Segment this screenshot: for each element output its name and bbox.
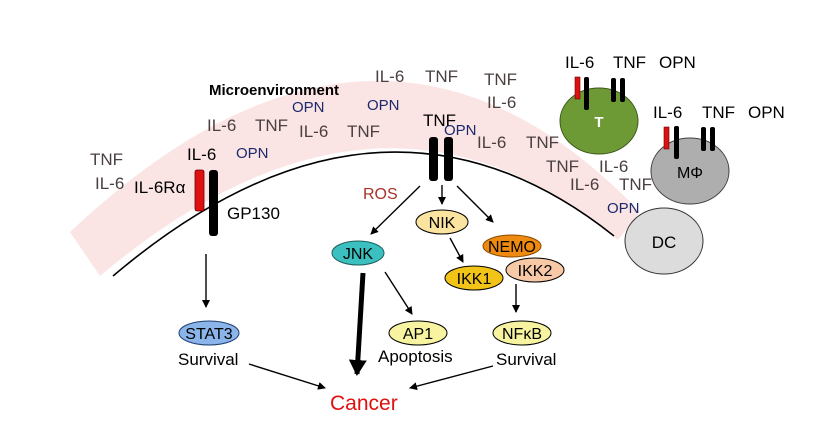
nfkb-label: NFκB bbox=[502, 326, 542, 343]
cytokine-label: TNF bbox=[347, 122, 380, 141]
arrow-jnk-to-cancer-major bbox=[348, 272, 367, 376]
il6r-alpha-receptor bbox=[194, 169, 205, 212]
cytokine-label: IL-6 bbox=[375, 67, 404, 86]
node-nik: NIK bbox=[415, 209, 469, 235]
il6r-alpha-label: IL-6Rα bbox=[134, 178, 186, 197]
t-cell-tnf-receptor-right bbox=[620, 78, 625, 102]
t-cell-label: T bbox=[594, 114, 603, 131]
tnf-receptor-left bbox=[429, 137, 438, 181]
arrow-nfkb-survival-to-cancer bbox=[409, 365, 494, 391]
pathway-arrows bbox=[202, 185, 520, 391]
t-cell-gp130 bbox=[584, 77, 589, 110]
t-cell: T IL-6 TNF OPN bbox=[559, 53, 696, 155]
cytokine-label: IL-6 bbox=[299, 122, 328, 141]
arrow-stat3-survival-to-cancer bbox=[248, 363, 326, 390]
node-ap1: AP1 bbox=[388, 320, 448, 346]
t-cell-il6-receptor bbox=[574, 76, 581, 100]
node-nemo: NEMO bbox=[482, 234, 542, 258]
arrow-tnfr-to-jnk bbox=[370, 185, 421, 235]
microenvironment-band bbox=[70, 80, 640, 276]
gp130-receptor bbox=[209, 170, 218, 236]
cytokine-label: TNF bbox=[255, 116, 288, 135]
dendritic-cell: DC bbox=[624, 207, 704, 275]
tnf-ligand-label: TNF bbox=[423, 111, 456, 130]
ap1-outcome-label: Apoptosis bbox=[378, 347, 453, 366]
nfkb-outcome-label: Survival bbox=[496, 350, 556, 369]
arrow-tnfr-to-nemo bbox=[456, 185, 494, 223]
cancer-label: Cancer bbox=[330, 392, 398, 415]
cytokine-label: IL-6 bbox=[477, 133, 506, 152]
t-cell-ligand-il6: IL-6 bbox=[565, 53, 594, 72]
macrophage-ligand-tnf: TNF bbox=[702, 103, 735, 122]
cytokine-label: OPN bbox=[367, 97, 400, 114]
t-cell-ligand-tnf: TNF bbox=[613, 53, 646, 72]
macrophage-il6-receptor bbox=[663, 126, 670, 150]
cytokine-label: IL-6 bbox=[95, 174, 124, 193]
node-ikk1: IKK1 bbox=[444, 265, 504, 291]
stat3-outcome-label: Survival bbox=[178, 350, 238, 369]
il6-ligand-label: IL-6 bbox=[187, 145, 216, 164]
cytokine-label: IL-6 bbox=[207, 116, 236, 135]
cytokine-label: TNF bbox=[484, 70, 517, 89]
macrophage-ligand-opn: OPN bbox=[748, 103, 785, 122]
nemo-label: NEMO bbox=[488, 239, 536, 256]
stat3-label: STAT3 bbox=[185, 326, 233, 343]
dc-label: DC bbox=[652, 233, 677, 252]
cytokine-label: OPN bbox=[607, 200, 640, 217]
cytokine-label: TNF bbox=[90, 150, 123, 169]
cytokine-label: OPN bbox=[444, 122, 477, 139]
node-stat3: STAT3 bbox=[178, 320, 240, 346]
cytokine-labels: IL-6 TNF TNF IL-6 OPN OPN IL-6 TNF IL-6 … bbox=[90, 67, 652, 217]
cytokine-label: OPN bbox=[292, 99, 325, 116]
cytokine-label: TNF bbox=[546, 157, 579, 176]
cytokine-label: TNF bbox=[526, 133, 559, 152]
cytokine-label: IL-6 bbox=[599, 157, 628, 176]
cytokine-label: OPN bbox=[236, 145, 269, 162]
arrow-nik-to-ikk1 bbox=[449, 237, 464, 263]
cell-membrane bbox=[112, 151, 615, 277]
macrophage-ligand-il6: IL-6 bbox=[653, 103, 682, 122]
t-cell-tnf-receptor-left bbox=[611, 78, 616, 102]
microenvironment-title: Microenvironment bbox=[209, 82, 339, 99]
node-jnk: JNK bbox=[331, 240, 385, 266]
cytokine-label: IL-6 bbox=[570, 175, 599, 194]
ikk1-label: IKK1 bbox=[457, 271, 492, 288]
node-nfkb: NFκB bbox=[492, 320, 552, 346]
cytokine-label: IL-6 bbox=[487, 93, 516, 112]
macrophage-label: MΦ bbox=[677, 165, 703, 182]
macrophage-cell: MΦ IL-6 TNF OPN bbox=[650, 103, 785, 205]
node-ikk2: IKK2 bbox=[505, 257, 565, 283]
cytokine-label: TNF bbox=[619, 175, 652, 194]
gp130-label: GP130 bbox=[227, 204, 280, 223]
tnf-receptor-right bbox=[444, 137, 453, 181]
nik-label: NIK bbox=[429, 215, 456, 232]
macrophage-tnf-receptor-right bbox=[710, 127, 715, 151]
arrow-jnk-to-ap1 bbox=[384, 271, 413, 315]
t-cell-ligand-opn: OPN bbox=[659, 53, 696, 72]
macrophage-gp130 bbox=[674, 126, 679, 159]
macrophage-tnf-receptor-left bbox=[701, 127, 706, 151]
jnk-label: JNK bbox=[343, 246, 374, 263]
ros-label: ROS bbox=[363, 186, 398, 203]
cytokine-label: TNF bbox=[425, 67, 458, 86]
ap1-label: AP1 bbox=[403, 326, 433, 343]
ikk2-label: IKK2 bbox=[518, 263, 553, 280]
